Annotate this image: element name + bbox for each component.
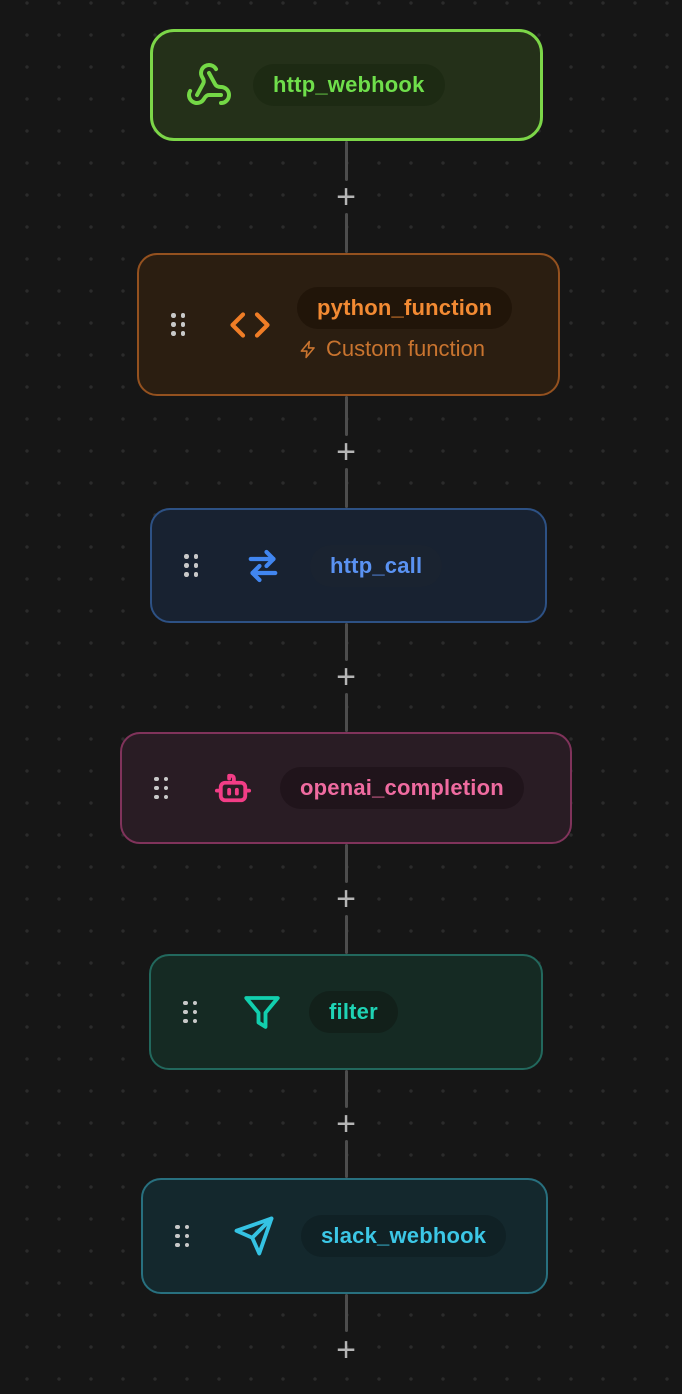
connector-line <box>345 623 348 661</box>
arrows-transfer-icon <box>242 545 284 587</box>
drag-handle[interactable] <box>175 1224 189 1248</box>
drag-handle[interactable] <box>183 1000 197 1024</box>
drag-handle[interactable] <box>171 313 185 336</box>
connector-line <box>345 396 348 436</box>
paper-plane-icon <box>233 1215 275 1257</box>
node-http-webhook[interactable]: http_webhook <box>150 29 543 141</box>
robot-icon <box>212 767 254 809</box>
node-http-call[interactable]: http_call <box>150 508 547 623</box>
connector-line <box>345 693 348 732</box>
plus-icon: + <box>336 433 356 471</box>
connector-line <box>345 1294 348 1332</box>
add-step-button[interactable]: + <box>329 1107 363 1141</box>
plus-icon: + <box>336 178 356 216</box>
connector-line <box>345 915 348 954</box>
add-step-button[interactable]: + <box>329 882 363 916</box>
webhook-icon <box>185 61 233 109</box>
plus-icon: + <box>336 1331 356 1369</box>
node-label-pill: python_function <box>297 287 513 329</box>
connector-line <box>345 213 348 253</box>
drag-handle[interactable] <box>184 554 198 577</box>
connector-line <box>345 844 348 883</box>
node-python-function[interactable]: python_function Custom function <box>137 253 560 396</box>
add-step-button[interactable]: + <box>329 180 363 214</box>
add-step-button[interactable]: + <box>329 435 363 469</box>
plus-icon: + <box>336 658 356 696</box>
node-subtitle-text: Custom function <box>326 336 485 361</box>
node-filter[interactable]: filter <box>149 954 543 1070</box>
node-label-pill: filter <box>309 991 398 1033</box>
connector-line <box>345 1140 348 1178</box>
node-openai-completion[interactable]: openai_completion <box>120 732 572 844</box>
plus-icon: + <box>336 1105 356 1143</box>
plus-icon: + <box>336 880 356 918</box>
drag-handle[interactable] <box>154 776 168 800</box>
node-label-pill: http_webhook <box>253 64 445 106</box>
node-slack-webhook[interactable]: slack_webhook <box>141 1178 548 1294</box>
node-label-pill: http_call <box>310 544 443 587</box>
node-subtitle: Custom function <box>297 336 485 362</box>
connector-line <box>345 1070 348 1108</box>
add-step-button[interactable]: + <box>329 1333 363 1367</box>
zap-icon <box>300 340 315 358</box>
code-icon <box>229 304 271 346</box>
node-label-pill: slack_webhook <box>301 1215 507 1257</box>
node-label-pill: openai_completion <box>280 767 524 809</box>
connector-line <box>345 468 348 508</box>
add-step-button[interactable]: + <box>329 660 363 694</box>
connector-line <box>345 141 348 181</box>
funnel-icon <box>241 991 283 1033</box>
